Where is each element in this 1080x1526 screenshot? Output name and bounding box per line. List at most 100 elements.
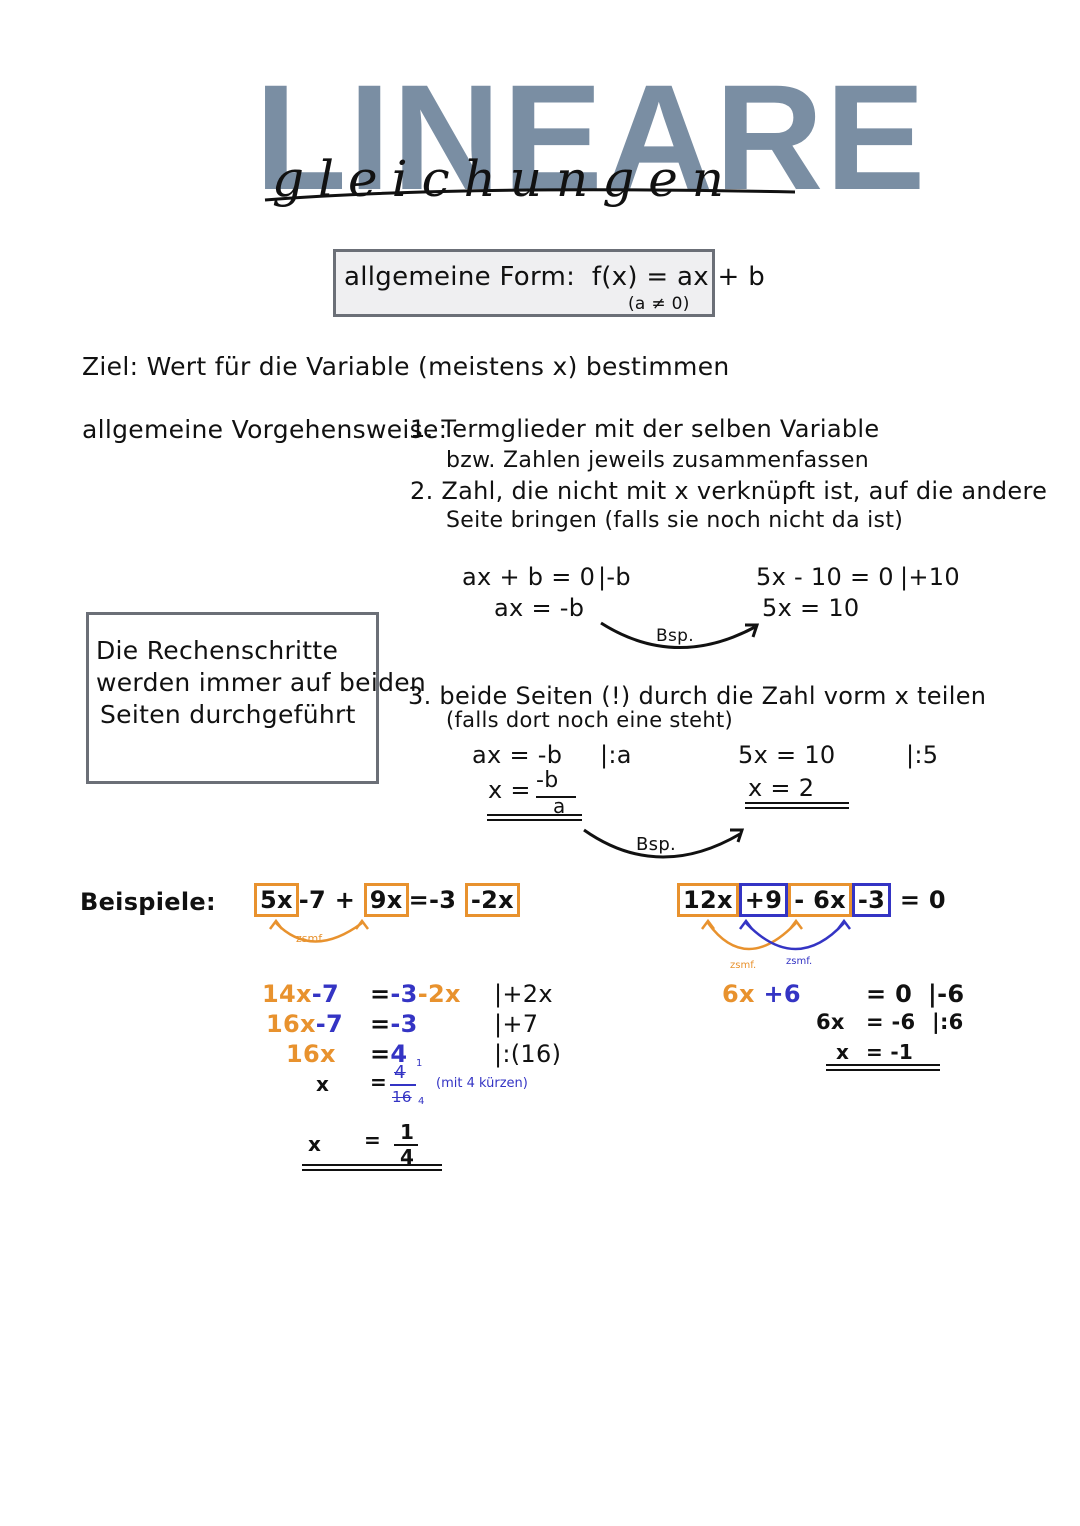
operator: + (334, 886, 356, 914)
result-underline (745, 802, 849, 804)
result-underline (487, 819, 582, 821)
general-form-text: allgemeine Form: f(x) = ax + b (344, 262, 765, 292)
step3-general-numerator: -b (536, 768, 559, 793)
step3-example-line2: x = 2 (748, 774, 815, 802)
example1-op2: |+7 (494, 1010, 539, 1038)
procedure-step3b: (falls dort noch eine steht) (446, 708, 734, 732)
general-form-box (333, 249, 715, 317)
example1-line3-rhs: =4 (370, 1040, 407, 1068)
example2-line1-rhs: = 0 (866, 980, 913, 1008)
general-form-formula: f(x) = ax + b (591, 262, 765, 292)
step3-example-line1: 5x = 10 (738, 741, 836, 769)
example2-op1: |-6 (928, 980, 965, 1008)
example2-zsmf-label: zsmf. (730, 960, 757, 971)
example1-line1-rhs: =-3-2x (370, 980, 461, 1008)
operator: = (370, 1010, 391, 1038)
term: 4 (390, 1040, 408, 1068)
fraction-bar (394, 1144, 418, 1146)
procedure-step3a: 3. beide Seiten (!) durch die Zahl vorm … (408, 682, 987, 710)
example1-line4-num-small: 1 (416, 1058, 423, 1069)
example1-line4-num: 4 (394, 1062, 406, 1083)
example1-line5-num: 1 (400, 1120, 415, 1144)
term-box: 9x (363, 883, 409, 917)
example1-line4-eq: = (370, 1070, 388, 1094)
example2-line3-rhs: = -1 (866, 1040, 914, 1064)
term: -3 (390, 1010, 418, 1038)
procedure-step1a: 1. Termglieder mit der selben Variable (410, 415, 880, 443)
example2-line2-rhs: = -6 (866, 1010, 916, 1034)
example1-line3-lhs: 16x (286, 1040, 336, 1068)
step2-example-op1: |+10 (900, 563, 960, 591)
example1-op3: |:(16) (494, 1040, 562, 1068)
term-box: -3 (851, 883, 892, 917)
operator: = (370, 980, 391, 1008)
result-underline (826, 1069, 940, 1071)
operator: = (370, 1040, 391, 1068)
examples-label: Beispiele: (80, 888, 216, 916)
example1-line4-den: 16 (392, 1088, 412, 1106)
step3-example-op1: |:5 (906, 741, 939, 769)
example1-equation: 5x-7 + 9x=-3 -2x (254, 883, 520, 917)
operator: = (408, 886, 429, 914)
term: -3 (390, 980, 418, 1008)
example1-zsmf-label: zsmf. (296, 932, 325, 945)
term-box: - 6x (788, 883, 852, 917)
title-main: LINEARE (255, 53, 928, 221)
step3-general-lhs: x = (488, 776, 531, 804)
example1-line5-eq: = (364, 1128, 382, 1152)
step2-general-op1: |-b (598, 563, 631, 591)
example1-line2: 16x-7 (266, 1010, 343, 1038)
procedure-label: allgemeine Vorgehensweise: (82, 415, 448, 444)
example2-equation: 12x+9- 6x-3 = 0 (677, 883, 946, 917)
step2-arrow (600, 621, 760, 649)
example2-line2-lhs: 6x (816, 1010, 845, 1034)
note-box (86, 612, 379, 784)
term: -7 (315, 1010, 344, 1038)
example2-line1: 6x +6 (722, 980, 801, 1008)
result-underline (745, 807, 849, 809)
step3-bsp-label: Bsp. (636, 834, 677, 855)
step2-example-line1: 5x - 10 = 0 (756, 563, 894, 591)
step2-bsp-label: Bsp. (656, 626, 694, 646)
example2-zsmf-label: zsmf. (786, 956, 813, 967)
term-box: +9 (738, 883, 789, 917)
step2-general-line1: ax + b = 0 (462, 563, 596, 591)
term-box: 12x (677, 883, 739, 917)
term: = 0 (899, 886, 946, 914)
general-form-condition: (a ≠ 0) (628, 294, 690, 314)
fraction-bar (390, 1084, 416, 1086)
term: 14x (262, 980, 312, 1008)
term-box: 5x (254, 883, 299, 917)
result-underline (302, 1164, 442, 1166)
goal-text: Ziel: Wert für die Variable (meistens x)… (82, 352, 730, 381)
example2-zsmf-arrows (701, 918, 851, 951)
general-form-label: allgemeine Form: (344, 262, 576, 292)
example1-line4-den-small: 4 (418, 1096, 425, 1107)
note-line2: werden immer auf beiden (96, 668, 427, 697)
step3-fraction-bar (536, 796, 576, 798)
example1-line2-rhs: =-3 (370, 1010, 418, 1038)
term-box: -2x (464, 883, 520, 917)
procedure-step2b: Seite bringen (falls sie noch nicht da i… (446, 508, 904, 533)
title-underline (264, 188, 796, 202)
term: -2x (417, 980, 461, 1008)
step2-example-line2: 5x = 10 (762, 594, 860, 622)
result-underline (302, 1169, 442, 1171)
step3-general-line1: ax = -b (472, 741, 563, 769)
result-underline (487, 814, 582, 816)
step2-general-line2: ax = -b (494, 594, 585, 622)
result-underline (826, 1064, 940, 1066)
term: -7 (298, 886, 327, 914)
example1-line5-lhs: x (308, 1132, 322, 1156)
step3-general-denominator: a (553, 794, 566, 818)
term: -3 (428, 886, 457, 914)
step3-arrow (583, 828, 745, 859)
note-line1: Die Rechenschritte (96, 636, 339, 665)
term: 6x (722, 980, 755, 1008)
term: -7 (311, 980, 340, 1008)
step3-general-op1: |:a (600, 741, 632, 769)
term: 16x (266, 1010, 316, 1038)
procedure-step1b: bzw. Zahlen jeweils zusammenfassen (446, 448, 870, 473)
procedure-step2a: 2. Zahl, die nicht mit x verknüpft ist, … (410, 477, 1048, 505)
example2-line3-lhs: x (836, 1040, 850, 1064)
